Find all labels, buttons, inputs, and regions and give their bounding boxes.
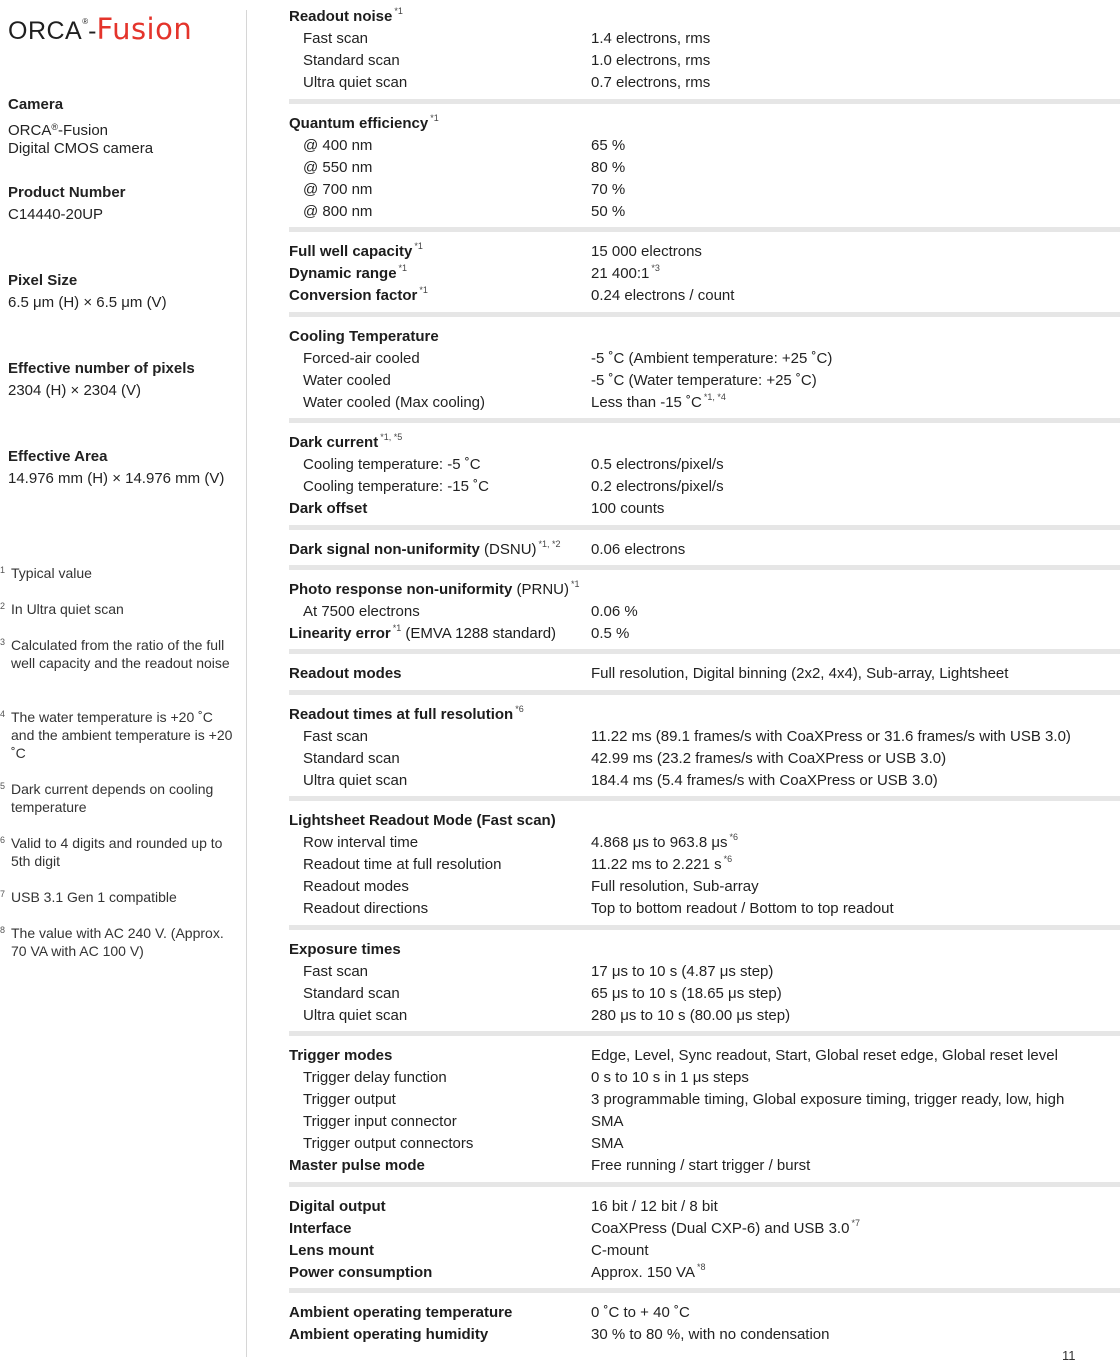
spec-power-consumption: Power consumption Approx. 150 VA*8 xyxy=(289,1262,706,1282)
effective-pixels-label: Effective number of pixels xyxy=(8,360,195,377)
section-divider xyxy=(289,525,1120,530)
camera-label: Camera xyxy=(8,96,64,113)
spec-quantum-efficiency: Quantum efficiency*1 xyxy=(289,113,439,133)
product-number-label: Product Number xyxy=(8,184,126,201)
spec-digital-output: Digital output 16 bit / 12 bit / 8 bit xyxy=(289,1198,718,1215)
section-divider xyxy=(289,312,1120,317)
spec-dark-offset: Dark offset 100 counts xyxy=(289,500,665,517)
section-divider xyxy=(289,1288,1120,1293)
spec-trigger-modes: Trigger modes Edge, Level, Sync readout,… xyxy=(289,1047,1058,1064)
section-divider xyxy=(289,565,1120,570)
section-divider xyxy=(289,1182,1120,1187)
section-divider xyxy=(289,418,1120,423)
spec-dynamic-range: Dynamic range*1 21 400:1*3 xyxy=(289,263,660,283)
column-divider xyxy=(246,10,247,1357)
product-number: C14440-20UP xyxy=(8,206,104,223)
spec-ambient-temperature: Ambient operating temperature 0 ˚C to + … xyxy=(289,1304,690,1321)
effective-area: 14.976 mm (H) × 14.976 mm (V) xyxy=(8,470,225,487)
spec-prnu: Photo response non-uniformity (PRNU)*1 xyxy=(289,579,580,599)
spec-master-pulse-mode: Master pulse mode Free running / start t… xyxy=(289,1157,811,1174)
camera-type: Digital CMOS camera xyxy=(8,140,154,157)
spec-dark-current: Dark current*1, *5 xyxy=(289,432,403,452)
spec-readout-modes: Readout modes Full resolution, Digital b… xyxy=(289,665,1009,682)
section-divider xyxy=(289,796,1120,801)
section-divider xyxy=(289,1031,1120,1036)
spec-dsnu: Dark signal non-uniformity (DSNU)*1, *2 … xyxy=(289,539,686,559)
logo-orca: ORCA xyxy=(8,17,83,45)
spec-readout-noise: Readout noise*1 xyxy=(289,6,403,26)
spec-exposure-times: Exposure times xyxy=(289,941,401,958)
logo-registered-mark: ® xyxy=(82,17,89,26)
section-divider xyxy=(289,99,1120,104)
spec-full-well-capacity: Full well capacity*1 15 000 electrons xyxy=(289,241,702,261)
spec-row: Water cooled-5 ˚C (Water temperature: +2… xyxy=(303,372,817,389)
spec-row: Water cooled (Max cooling)Less than -15 … xyxy=(303,392,726,412)
page-number: 11 xyxy=(1062,1348,1076,1363)
logo-fusion: Fusion xyxy=(96,12,193,46)
spec-cooling-temperature: Cooling Temperature xyxy=(289,328,439,345)
left-column: ORCA®-Fusion Camera ORCA®-Fusion Digital… xyxy=(0,0,246,1357)
spec-readout-times: Readout times at full resolution*6 xyxy=(289,704,524,724)
section-divider xyxy=(289,227,1120,232)
spec-linearity-error: Linearity error*1 (EMVA 1288 standard) 0… xyxy=(289,623,630,643)
spec-interface: Interface CoaXPress (Dual CXP-6) and USB… xyxy=(289,1218,860,1238)
effective-pixels: 2304 (H) × 2304 (V) xyxy=(8,382,141,399)
orca-fusion-logo: ORCA®-Fusion xyxy=(8,12,192,46)
logo-dash: - xyxy=(88,17,97,45)
spec-lightsheet-mode: Lightsheet Readout Mode (Fast scan) xyxy=(289,812,556,829)
spec-ambient-humidity: Ambient operating humidity 30 % to 80 %,… xyxy=(289,1326,830,1343)
section-divider xyxy=(289,690,1120,695)
camera-name: ORCA®-Fusion xyxy=(8,122,109,139)
spec-conversion-factor: Conversion factor*1 0.24 electrons / cou… xyxy=(289,285,735,305)
spec-row: Forced-air cooled-5 ˚C (Ambient temperat… xyxy=(303,350,833,367)
spec-lens-mount: Lens mount C-mount xyxy=(289,1242,649,1259)
section-divider xyxy=(289,649,1120,654)
effective-area-label: Effective Area xyxy=(8,448,108,465)
section-divider xyxy=(289,925,1120,930)
pixel-size-label: Pixel Size xyxy=(8,272,78,289)
pixel-size: 6.5 μm (H) × 6.5 μm (V) xyxy=(8,294,167,311)
